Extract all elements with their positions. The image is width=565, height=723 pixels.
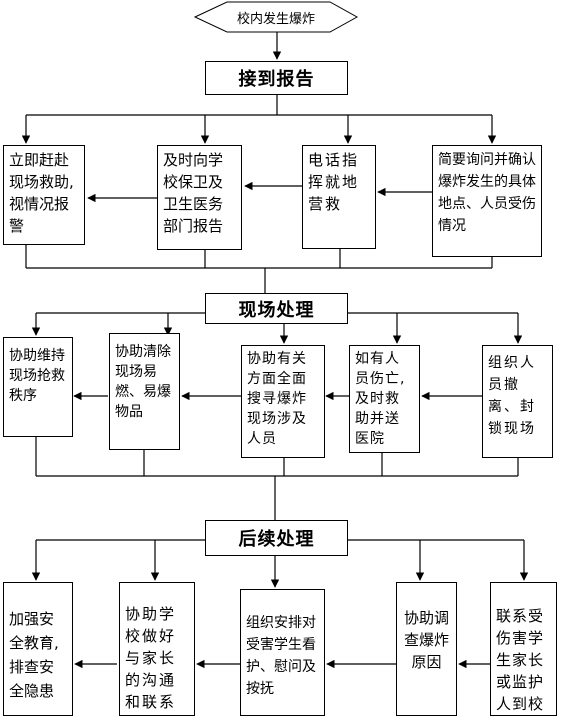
report-step-notify-departments: 及时向学校保卫及卫生医务部门报告 bbox=[157, 145, 242, 250]
report-step-rush-to-scene: 立即赶赴现场救助,视情况报警 bbox=[3, 145, 85, 245]
followup-step-investigate-cause: 协助调查爆炸原因 bbox=[396, 582, 457, 716]
start-node-label: 校内发生爆炸 bbox=[236, 11, 315, 27]
start-hexagon bbox=[193, 1, 359, 33]
scene-step-remove-flammables: 协助清除现场易燃、易爆物品 bbox=[109, 333, 180, 450]
followup-step-safety-education: 加强安全教育,排查安全隐患 bbox=[3, 582, 73, 716]
section-report: 接到报告 bbox=[205, 61, 348, 95]
scene-step-search-personnel: 协助有关方面全面搜寻爆炸现场涉及人员 bbox=[241, 345, 325, 458]
followup-step-parent-communication: 协助学校做好与家长的沟通和联系 bbox=[119, 582, 195, 716]
followup-step-contact-guardians: 联系受伤害学生家长或监护人到校 bbox=[490, 582, 557, 716]
section-followup: 后续处理 bbox=[205, 520, 348, 556]
scene-step-rescue-casualties: 如有人员伤亡,及时救助并送医院 bbox=[349, 345, 420, 453]
followup-step-student-care: 组织安排对受害学生看护、慰问及按抚 bbox=[240, 589, 325, 716]
scene-step-evacuate-seal: 组织人员撤离、封锁现场 bbox=[482, 345, 553, 458]
section-scene: 现场处理 bbox=[205, 293, 348, 324]
report-step-confirm-details: 简要询问并确认爆炸发生的具体地点、人员受伤情况 bbox=[432, 145, 542, 257]
report-step-phone-command: 电话指挥就地营救 bbox=[302, 145, 376, 249]
scene-step-maintain-order: 协助维持现场抢救秩序 bbox=[3, 337, 73, 437]
